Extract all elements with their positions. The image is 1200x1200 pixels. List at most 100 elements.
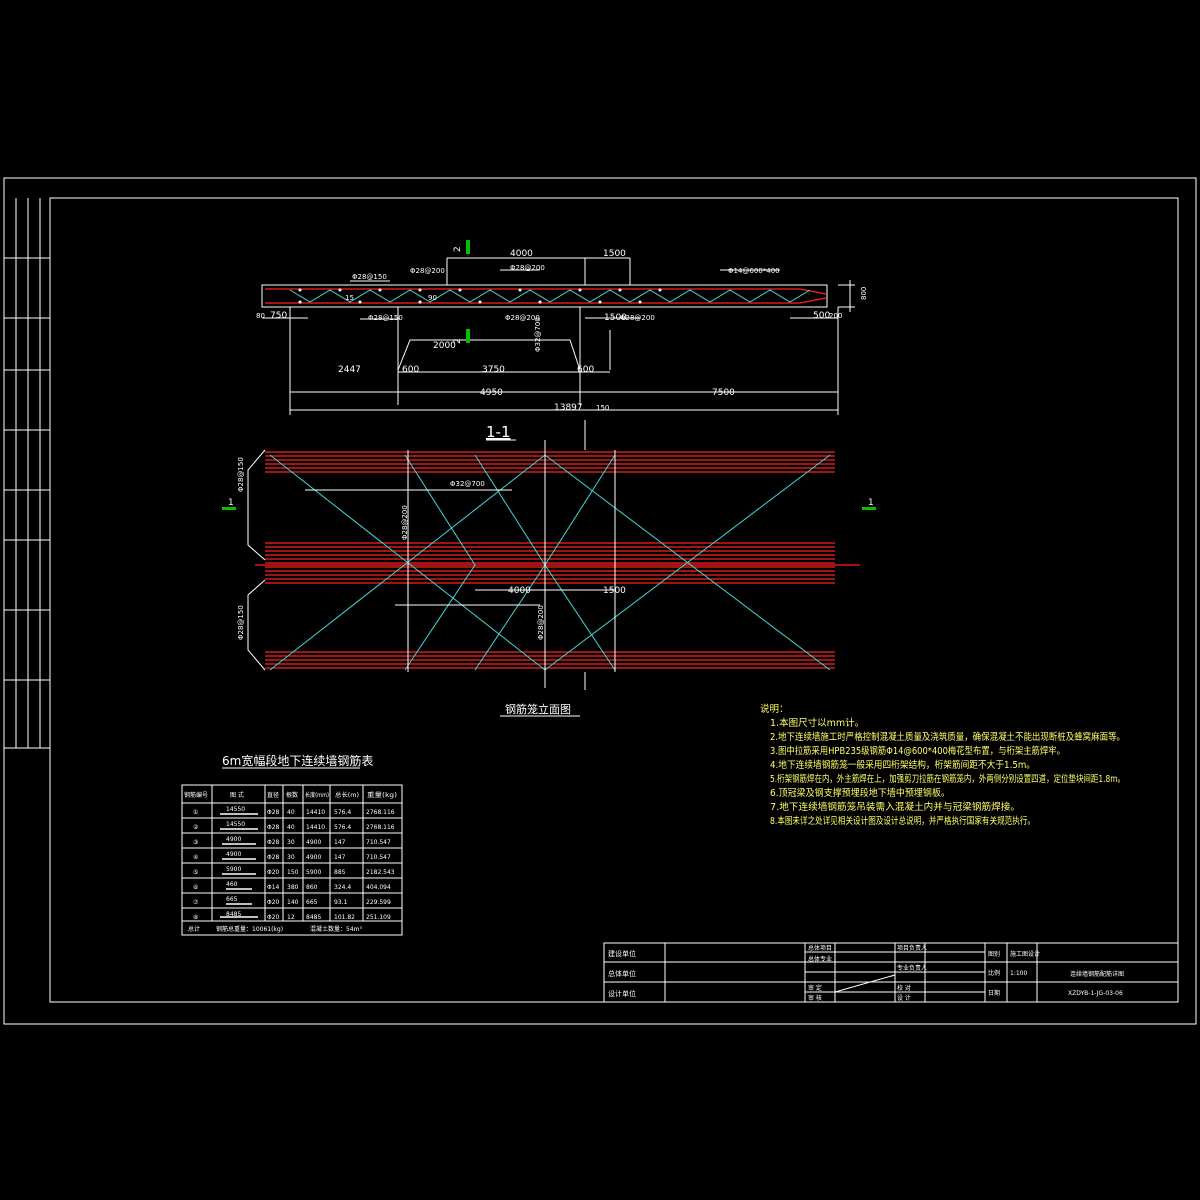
- table-cell: 665: [306, 899, 318, 906]
- table-cell: Φ20: [267, 869, 280, 876]
- bent-bar: [397, 339, 581, 371]
- title-block: [603, 942, 1179, 1003]
- wall-section-outline: [261, 284, 828, 308]
- rebar-band-bottom: [265, 651, 835, 669]
- tb-mid2-3: 设 计: [897, 994, 911, 1002]
- table-header: 钢筋编号 图 式 直径 根数 长度(mm) 总长(m) 重量(kg): [184, 791, 397, 799]
- cut-label-1-left: 1: [228, 498, 234, 508]
- dim-750: 750: [270, 311, 287, 321]
- table-cell: 40: [287, 809, 295, 816]
- note-item: 6.顶冠梁及钢支撑预埋段地下墙中预埋钢板。: [770, 787, 950, 799]
- table-footer-concrete: 混凝土数量：54m³: [310, 925, 362, 933]
- label-phi28-200-top: Φ28@200: [410, 267, 445, 275]
- cut-marker-2-top: [466, 240, 470, 254]
- table-cell: 885: [334, 869, 346, 876]
- table-cell: 2182.543: [366, 869, 395, 876]
- table-cell: 2768.116: [366, 809, 395, 816]
- th-length: 长度(mm): [305, 791, 329, 799]
- table-cell: 4900: [306, 854, 321, 861]
- dim-1500-lower: 1500: [604, 313, 627, 323]
- tb-drawing-number: XZDYB-1-JG-03-06: [1068, 990, 1123, 997]
- th-total: 总长(m): [335, 791, 359, 799]
- elev-label-phi28-150-top: Φ28@150: [237, 457, 245, 492]
- table-cell: ④: [193, 854, 198, 861]
- table-cell: 14410: [306, 809, 325, 816]
- table-cell: 2768.116: [366, 824, 395, 831]
- table-cell: 710.547: [366, 854, 391, 861]
- dim-small-150: 150: [596, 404, 609, 412]
- table-cell: 229.599: [366, 899, 391, 906]
- table-cell: Φ20: [267, 914, 280, 921]
- section-title: 1-1: [486, 423, 511, 441]
- table-cell: 14550: [226, 806, 245, 813]
- table-cell: 8485: [306, 914, 321, 921]
- table-cell: ③: [193, 839, 198, 846]
- table-cell: ⑤: [193, 869, 198, 876]
- dim-top-1500: 1500: [603, 249, 626, 259]
- rebar-top-line: [265, 288, 827, 295]
- table-cell: Φ14: [267, 884, 280, 891]
- table-cell: ②: [193, 824, 199, 831]
- rebar-band-middle: [265, 542, 835, 584]
- tb-mid-3: 审 核: [808, 994, 822, 1002]
- notes-block: 说明： 1.本图尺寸以mm计。 2.地下连续墙施工时严格控制混凝土质量及浇筑质量…: [760, 703, 1125, 827]
- note-item: 2.地下连续墙施工时严格控制混凝土质量及浇筑质量，确保混凝土不能出现断桩及蜂窝麻…: [770, 731, 1125, 743]
- truss-diagonals: [269, 454, 831, 671]
- table-cell: 404.094: [366, 884, 391, 891]
- tb-mid2-0: 项目负责人: [897, 944, 927, 952]
- cut-label-2-bottom: 2: [453, 338, 463, 344]
- table-cell: 860: [306, 884, 318, 891]
- tb-mid-1: 总体专业: [808, 955, 832, 963]
- th-no: 钢筋编号: [184, 791, 208, 799]
- table-cell: ⑥: [193, 884, 198, 891]
- th-dia: 直径: [267, 791, 279, 799]
- elev-label-phi32-700: Φ32@700: [450, 480, 485, 488]
- cut-label-1-right: 1: [868, 498, 874, 508]
- table-cell: 380: [287, 884, 299, 891]
- dim-2000: 2000: [433, 341, 456, 351]
- tb-mid-0: 总体项目: [808, 944, 832, 952]
- tb-label-general: 总体单位: [608, 969, 636, 978]
- table-cell: 12: [287, 914, 295, 921]
- table-cell: 251.109: [366, 914, 391, 921]
- table-footer-total: 钢筋总重量：10061(kg): [216, 925, 283, 933]
- table-cell: Φ20: [267, 899, 280, 906]
- table-cell: Φ28: [267, 854, 280, 861]
- table-cell: 4900: [306, 839, 321, 846]
- dim-top-4000: 4000: [510, 249, 533, 259]
- note-item: 1.本图尺寸以mm计。: [770, 717, 864, 729]
- rebar-table: [181, 767, 403, 936]
- dim-small-90: 90: [428, 294, 437, 302]
- label-phi28-150-bottom: Φ28@150: [368, 314, 403, 322]
- table-cell: 576.4: [334, 824, 351, 831]
- tb-label-owner: 建设单位: [608, 949, 636, 958]
- table-cell: 93.1: [334, 899, 348, 906]
- table-cell: ①: [193, 809, 198, 816]
- tb-stage: 施工图设计: [1010, 950, 1040, 958]
- note-item: 7.地下连续墙钢筋笼吊装需入混凝土内并与冠梁钢筋焊接。: [770, 801, 1020, 813]
- table-cell: 710.547: [366, 839, 391, 846]
- table-title: 6m宽幅段地下连续墙钢筋表: [222, 753, 373, 768]
- tb-mid-2: 审 定: [808, 984, 822, 992]
- table-cell: 147: [334, 839, 346, 846]
- elev-dim-1500: 1500: [603, 586, 626, 596]
- label-phi28-200-bottom: Φ28@200: [505, 314, 540, 322]
- tb-label-designer: 设计单位: [608, 989, 636, 998]
- table-cell: 4900: [226, 851, 241, 858]
- note-item: 5.桁架钢筋焊在内，外主筋焊在上，加强剪刀拉筋在钢筋笼内，外两侧分别设置四道，定…: [770, 773, 1125, 785]
- elev-label-phi28-150-bottom: Φ28@150: [237, 605, 245, 640]
- note-item: 4.地下连续墙钢筋笼一般采用四桁架结构，桁架筋间距不大于1.5m。: [770, 759, 1035, 771]
- elev-label-phi28-200-top: Φ28@200: [401, 505, 409, 540]
- left-strip-rows: [4, 257, 50, 681]
- cut-marker-2-bottom: [466, 329, 470, 343]
- table-cell: 40: [287, 824, 295, 831]
- note-item: 8.本图未详之处详见相关设计图及设计总说明，并严格执行国家有关规范执行。: [770, 815, 1035, 827]
- table-cell: ⑧: [193, 914, 198, 921]
- label-phi28-200-right: Φ28@200: [620, 314, 655, 322]
- table-cell: 140: [287, 899, 299, 906]
- elev-label-phi28-200-bottom: Φ28@200: [537, 605, 545, 640]
- dim-800: 800: [860, 287, 868, 300]
- table-footer-label: 总计: [188, 925, 200, 933]
- table-cell: 101.82: [334, 914, 355, 921]
- truss-zigzag: [289, 289, 811, 303]
